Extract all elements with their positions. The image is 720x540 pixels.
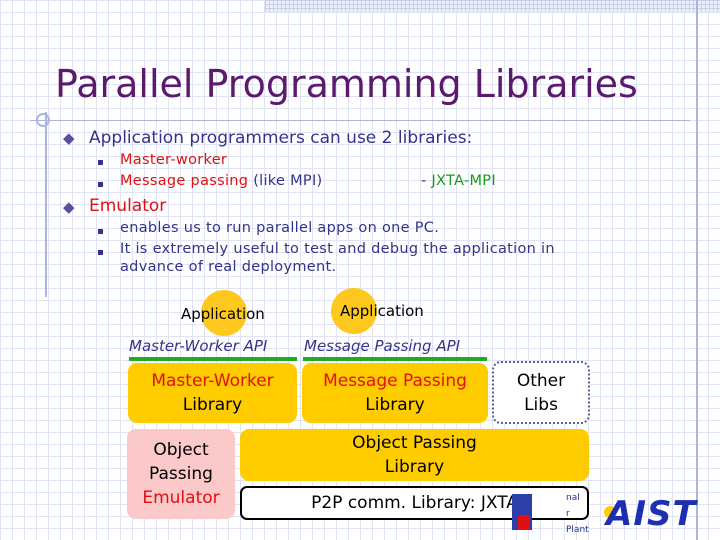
diamond-bullet-icon: ◆	[63, 129, 75, 147]
target-circle-icon	[36, 113, 50, 127]
application-label-right: Application	[340, 302, 424, 320]
message-passing-library-title: Message Passing	[323, 371, 467, 391]
diamond-bullet-icon: ◆	[63, 198, 75, 216]
master-worker-library-box: Master-Worker Library	[128, 363, 297, 423]
jxta-mpi-term: JXTA-MPI	[431, 173, 496, 189]
square-bullet-icon	[98, 229, 103, 234]
object-passing-emulator-box: Object Passing Emulator	[127, 429, 235, 519]
square-bullet-icon	[98, 182, 103, 187]
partner-logo-text-3: Plant	[566, 525, 589, 535]
title-rule	[30, 120, 690, 121]
bullet-message-passing: Message passing (like MPI)	[120, 173, 323, 189]
bullet-emulator-desc: enables us to run parallel apps on one P…	[120, 220, 440, 236]
master-worker-api-label: Master-Worker API	[129, 337, 268, 355]
square-bullet-icon	[98, 250, 103, 255]
object-passing-library-line1: Object Passing	[352, 433, 477, 453]
message-passing-library-box: Message Passing Library	[302, 363, 488, 423]
master-worker-api-bar	[129, 357, 297, 361]
left-rule	[45, 112, 47, 297]
square-bullet-icon	[98, 160, 103, 165]
page-title: Parallel Programming Libraries	[55, 62, 638, 106]
object-passing-library-line2: Library	[384, 457, 445, 477]
partner-logo-mark-red	[518, 515, 530, 530]
emulator-line1: Object	[153, 440, 209, 460]
master-worker-library-sub: Library	[182, 395, 243, 415]
master-worker-library-title: Master-Worker	[151, 371, 274, 391]
application-circle-right	[331, 288, 377, 334]
application-circle-left	[201, 290, 247, 336]
aist-logo-dot	[604, 506, 616, 518]
message-passing-api-label: Message Passing API	[304, 337, 461, 355]
message-passing-library-sub: Library	[365, 395, 425, 415]
object-passing-library-box: Object Passing Library	[240, 429, 589, 481]
bullet-emulator-use-line1: It is extremely useful to test and debug…	[120, 241, 555, 257]
application-label-left: Application	[181, 305, 265, 323]
right-rule	[696, 0, 698, 540]
other-libs-line1: Other	[516, 370, 566, 391]
partner-logo-text-2: r	[566, 509, 570, 519]
header-texture	[265, 0, 720, 12]
like-mpi-text: (like MPI)	[248, 173, 323, 189]
bullet-emulator-use-line2: advance of real deployment.	[120, 259, 337, 275]
partner-logo-text-1: nal	[566, 493, 580, 503]
p2p-comm-library-label: P2P comm. Library: JXTA	[311, 493, 518, 513]
emulator-line3: Emulator	[142, 488, 220, 508]
bullet-emulator: Emulator	[89, 196, 167, 216]
message-passing-term: Message passing	[120, 173, 249, 189]
aist-logo: AIST	[606, 494, 697, 534]
bullet-master-worker: Master-worker	[120, 152, 228, 168]
other-libs-line2: Libs	[524, 394, 558, 415]
dash-text: -	[421, 173, 432, 189]
other-libs-box: Other Libs	[492, 361, 590, 424]
emulator-line2: Passing	[149, 464, 213, 484]
bullet-libraries: Application programmers can use 2 librar…	[89, 128, 473, 148]
p2p-comm-library-box: P2P comm. Library: JXTA	[240, 486, 589, 520]
message-passing-api-bar	[303, 357, 487, 361]
jxta-mpi-note: - JXTA-MPI	[421, 173, 496, 189]
